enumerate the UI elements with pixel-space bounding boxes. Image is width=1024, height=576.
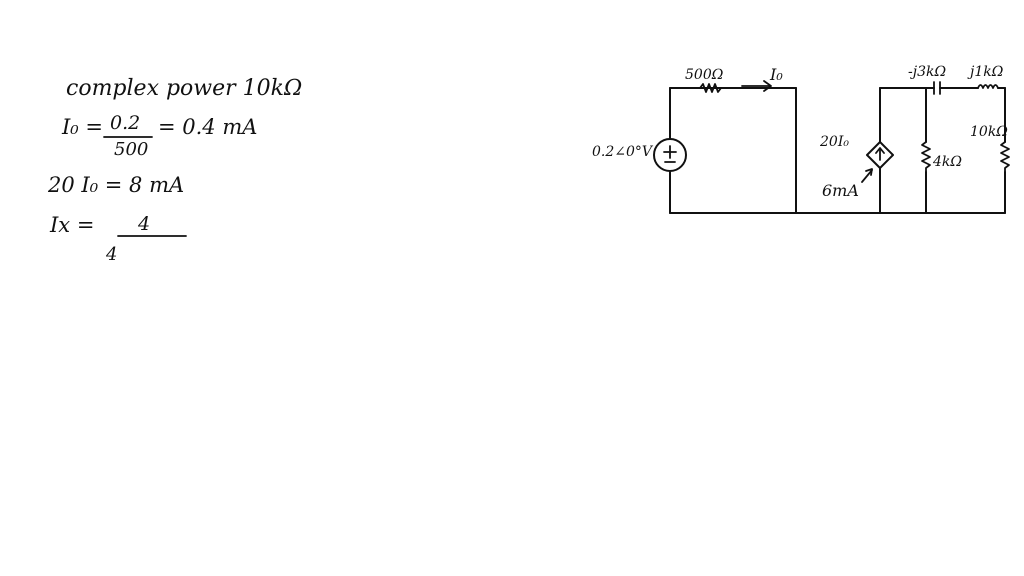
right-network-wires <box>879 87 1006 214</box>
resistor-500-icon <box>699 83 722 93</box>
cap-label: -j3kΩ <box>908 64 946 80</box>
r500-label: 500Ω <box>685 67 724 83</box>
ix-fraction-denominator: 4 <box>105 244 117 265</box>
ix-equation-lhs: Ix = <box>49 213 94 237</box>
capacitor-icon <box>933 81 941 95</box>
left-loop-wires <box>669 87 797 214</box>
r10k-label: 10kΩ <box>970 124 1008 140</box>
ix-fraction-numerator: 4 <box>137 213 150 235</box>
dependent-current-equation: 20 I₀ = 8 mA <box>47 173 184 197</box>
io-fraction-denominator: 500 <box>114 139 148 160</box>
current-arrow-icon <box>741 80 772 92</box>
notes-heading: complex power 10kΩ <box>66 76 302 101</box>
dep-source-label: 20I₀ <box>819 134 849 150</box>
r4k-label: 4kΩ <box>932 154 962 170</box>
dependent-current-source-icon <box>866 141 894 169</box>
current-label: I₀ <box>769 65 783 84</box>
io-equation-lhs: I₀ = <box>61 115 103 139</box>
resistor-10k-icon <box>1000 141 1010 173</box>
notes: complex power 10kΩ I₀ = 0.2 500 = 0.4 mA… <box>47 76 302 265</box>
io-fraction-numerator: 0.2 <box>110 112 140 134</box>
ac-voltage-source-icon <box>653 138 687 172</box>
io-equation-rhs: = 0.4 mA <box>158 115 257 139</box>
resistor-4k-icon <box>921 141 931 173</box>
source-label: 0.2∠0°V <box>592 144 654 160</box>
ind-label: j1kΩ <box>967 64 1004 80</box>
circuit-diagram: 0.2∠0°V 500Ω I₀ 20I₀ 6mA 4kΩ -j3k <box>592 64 1010 214</box>
dep-source-pointer-icon <box>861 168 873 183</box>
inductor-icon <box>977 84 999 89</box>
dep-source-value: 6mA <box>822 181 859 200</box>
